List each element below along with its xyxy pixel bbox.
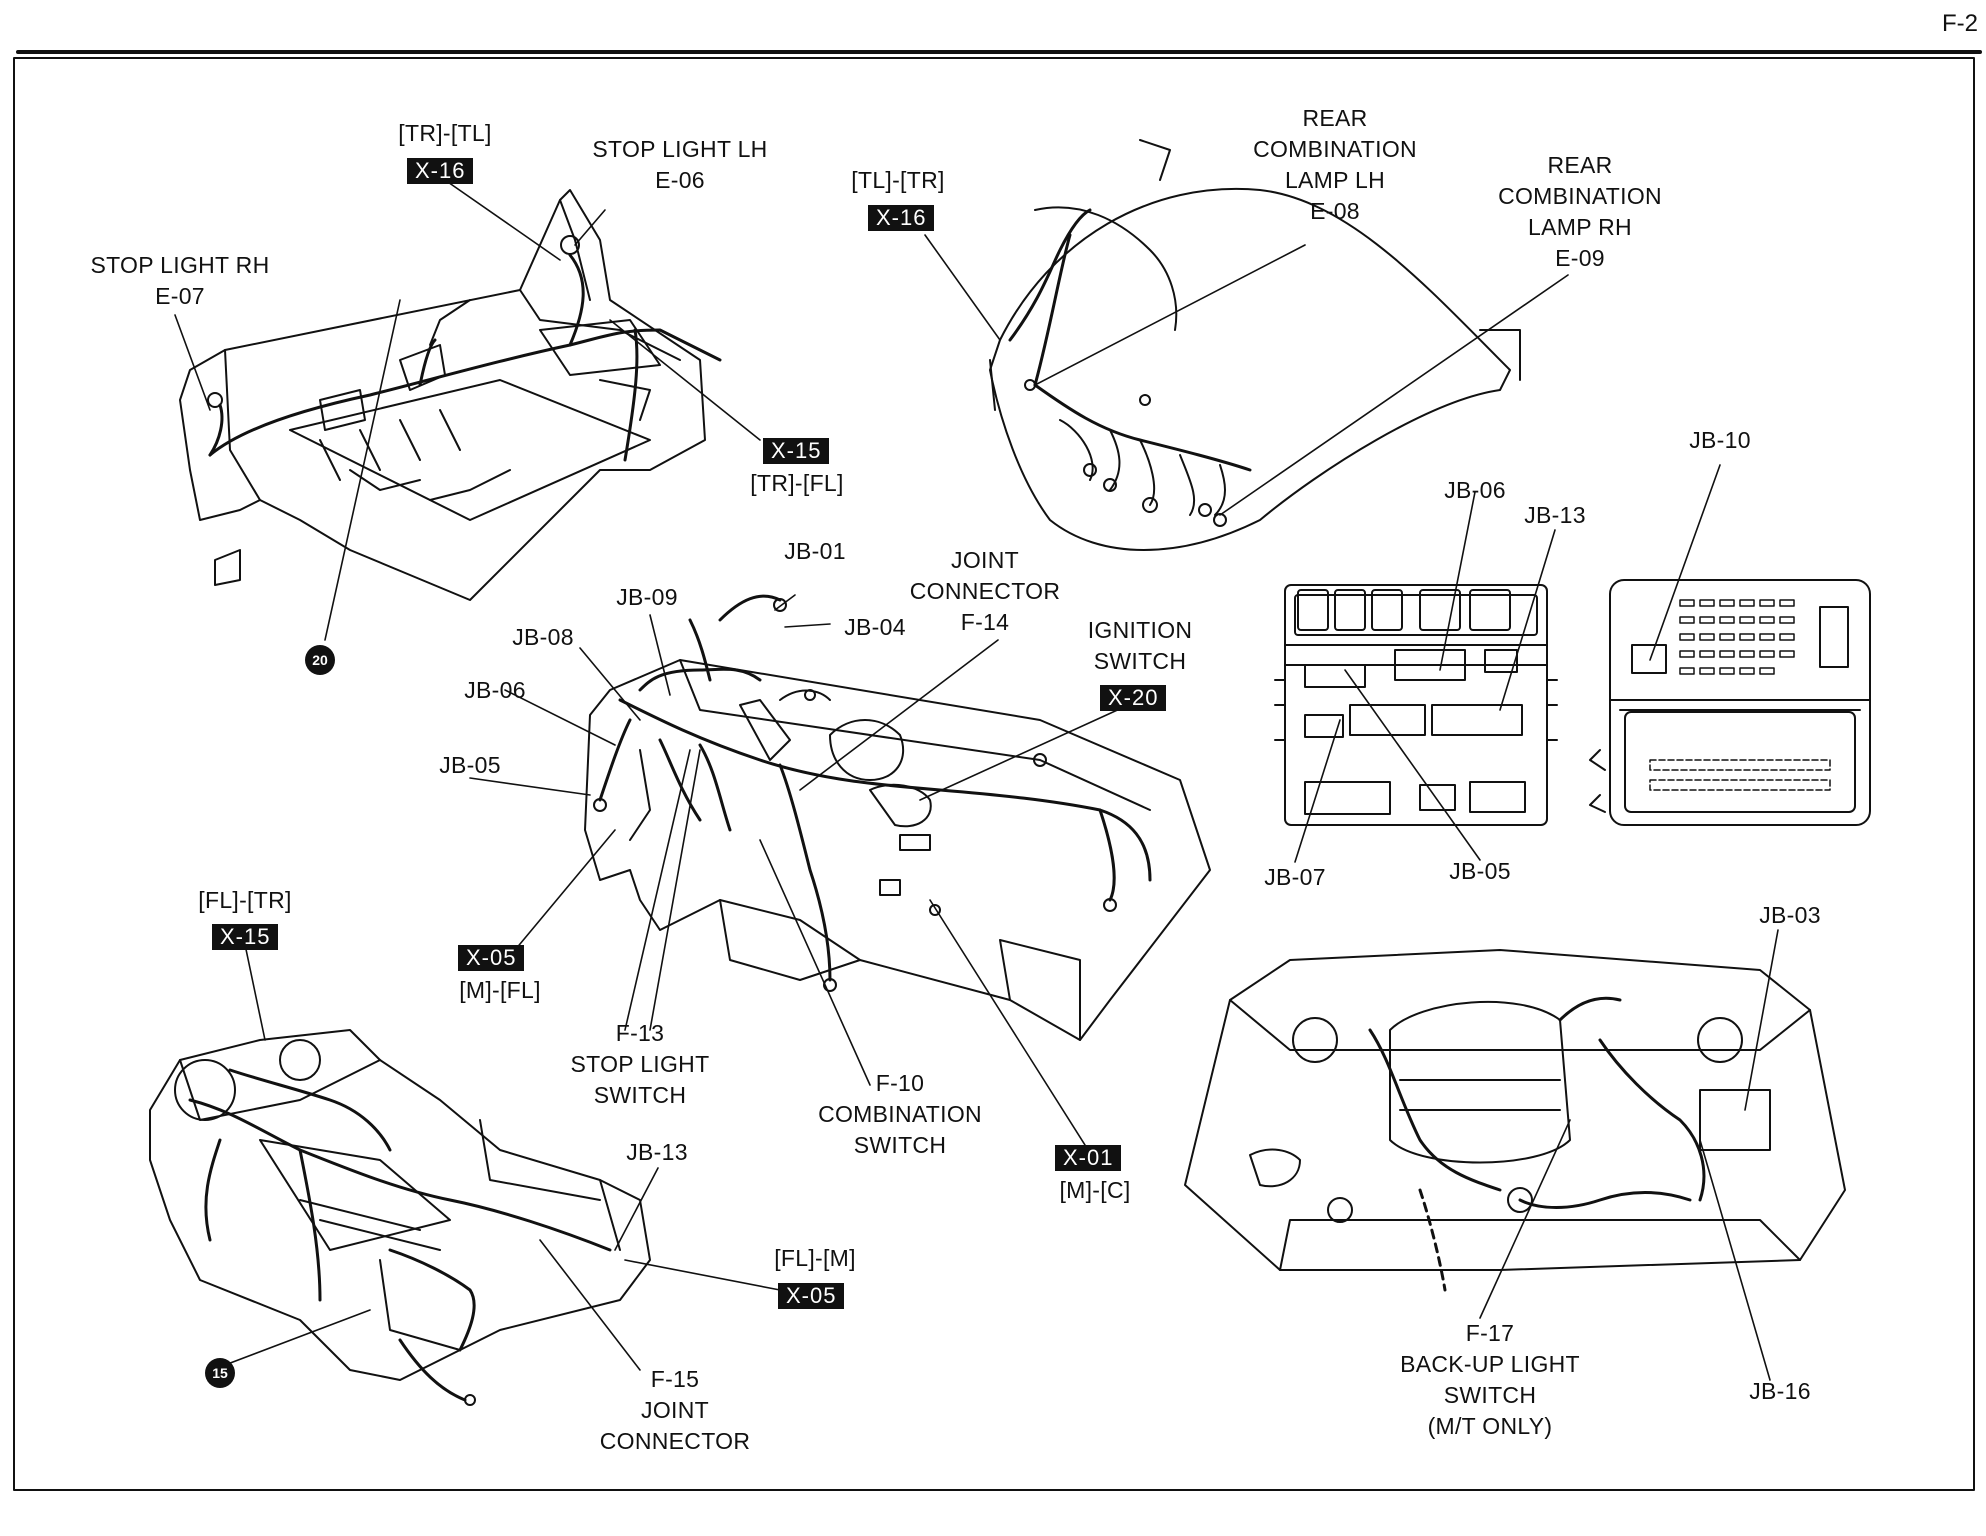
- tag-dash-x01: X-01: [1055, 1145, 1122, 1171]
- trunk-lid-drawing: [989, 139, 1521, 551]
- label-jb-16: JB-16: [1749, 1378, 1811, 1404]
- label-dash-m-c: [M]-[C]: [1059, 1177, 1131, 1203]
- tag-rear-x16: X-16: [407, 158, 474, 184]
- label-jb-08: JB-08: [512, 624, 574, 650]
- circled-ref-20: 20: [305, 645, 335, 675]
- label-jb-03: JB-03: [1759, 902, 1821, 928]
- label-jb-13-box: JB-13: [1524, 502, 1586, 528]
- page-border: [13, 50, 1982, 1491]
- label-jb-05-dash: JB-05: [439, 752, 501, 778]
- tag-dash-x20: X-20: [1100, 685, 1167, 711]
- label-floor-fl-tr: [FL]-[TR]: [198, 887, 292, 913]
- label-jb-13-floor: JB-13: [626, 1139, 688, 1165]
- label-jb-04: JB-04: [844, 614, 906, 640]
- label-jb-01: JB-01: [784, 538, 846, 564]
- label-jb-07: JB-07: [1264, 864, 1326, 890]
- dashboard-drawing: [584, 594, 1211, 1041]
- rear-body-drawing: [179, 189, 722, 601]
- circled-ref-15: 15: [205, 1358, 235, 1388]
- leader-lines: [174, 179, 1779, 1381]
- label-trunk-tl-tr: [TL]-[TR]: [851, 167, 945, 193]
- label-jb-06-dash: JB-06: [464, 677, 526, 703]
- floor-drawing: [149, 1029, 651, 1406]
- label-rear-tr-tl: [TR]-[TL]: [398, 120, 492, 146]
- label-rear-tr-fl: [TR]-[FL]: [750, 470, 844, 496]
- junction-box-drawing: [1274, 579, 1871, 826]
- label-jb-05-box: JB-05: [1449, 858, 1511, 884]
- tag-trunk-x16: X-16: [868, 205, 935, 231]
- engine-bay-drawing: [1184, 949, 1846, 1292]
- tag-floor-x05: X-05: [778, 1283, 845, 1309]
- label-jb-10: JB-10: [1689, 427, 1751, 453]
- tag-rear-x15: X-15: [763, 438, 830, 464]
- tag-dash-x05: X-05: [458, 945, 525, 971]
- page-number: F-2: [1942, 10, 1978, 37]
- label-jb-09: JB-09: [616, 584, 678, 610]
- label-floor-fl-m: [FL]-[M]: [774, 1245, 856, 1271]
- label-dash-m-fl: [M]-[FL]: [459, 977, 541, 1003]
- label-jb-06-box: JB-06: [1444, 477, 1506, 503]
- tag-floor-x15: X-15: [212, 924, 279, 950]
